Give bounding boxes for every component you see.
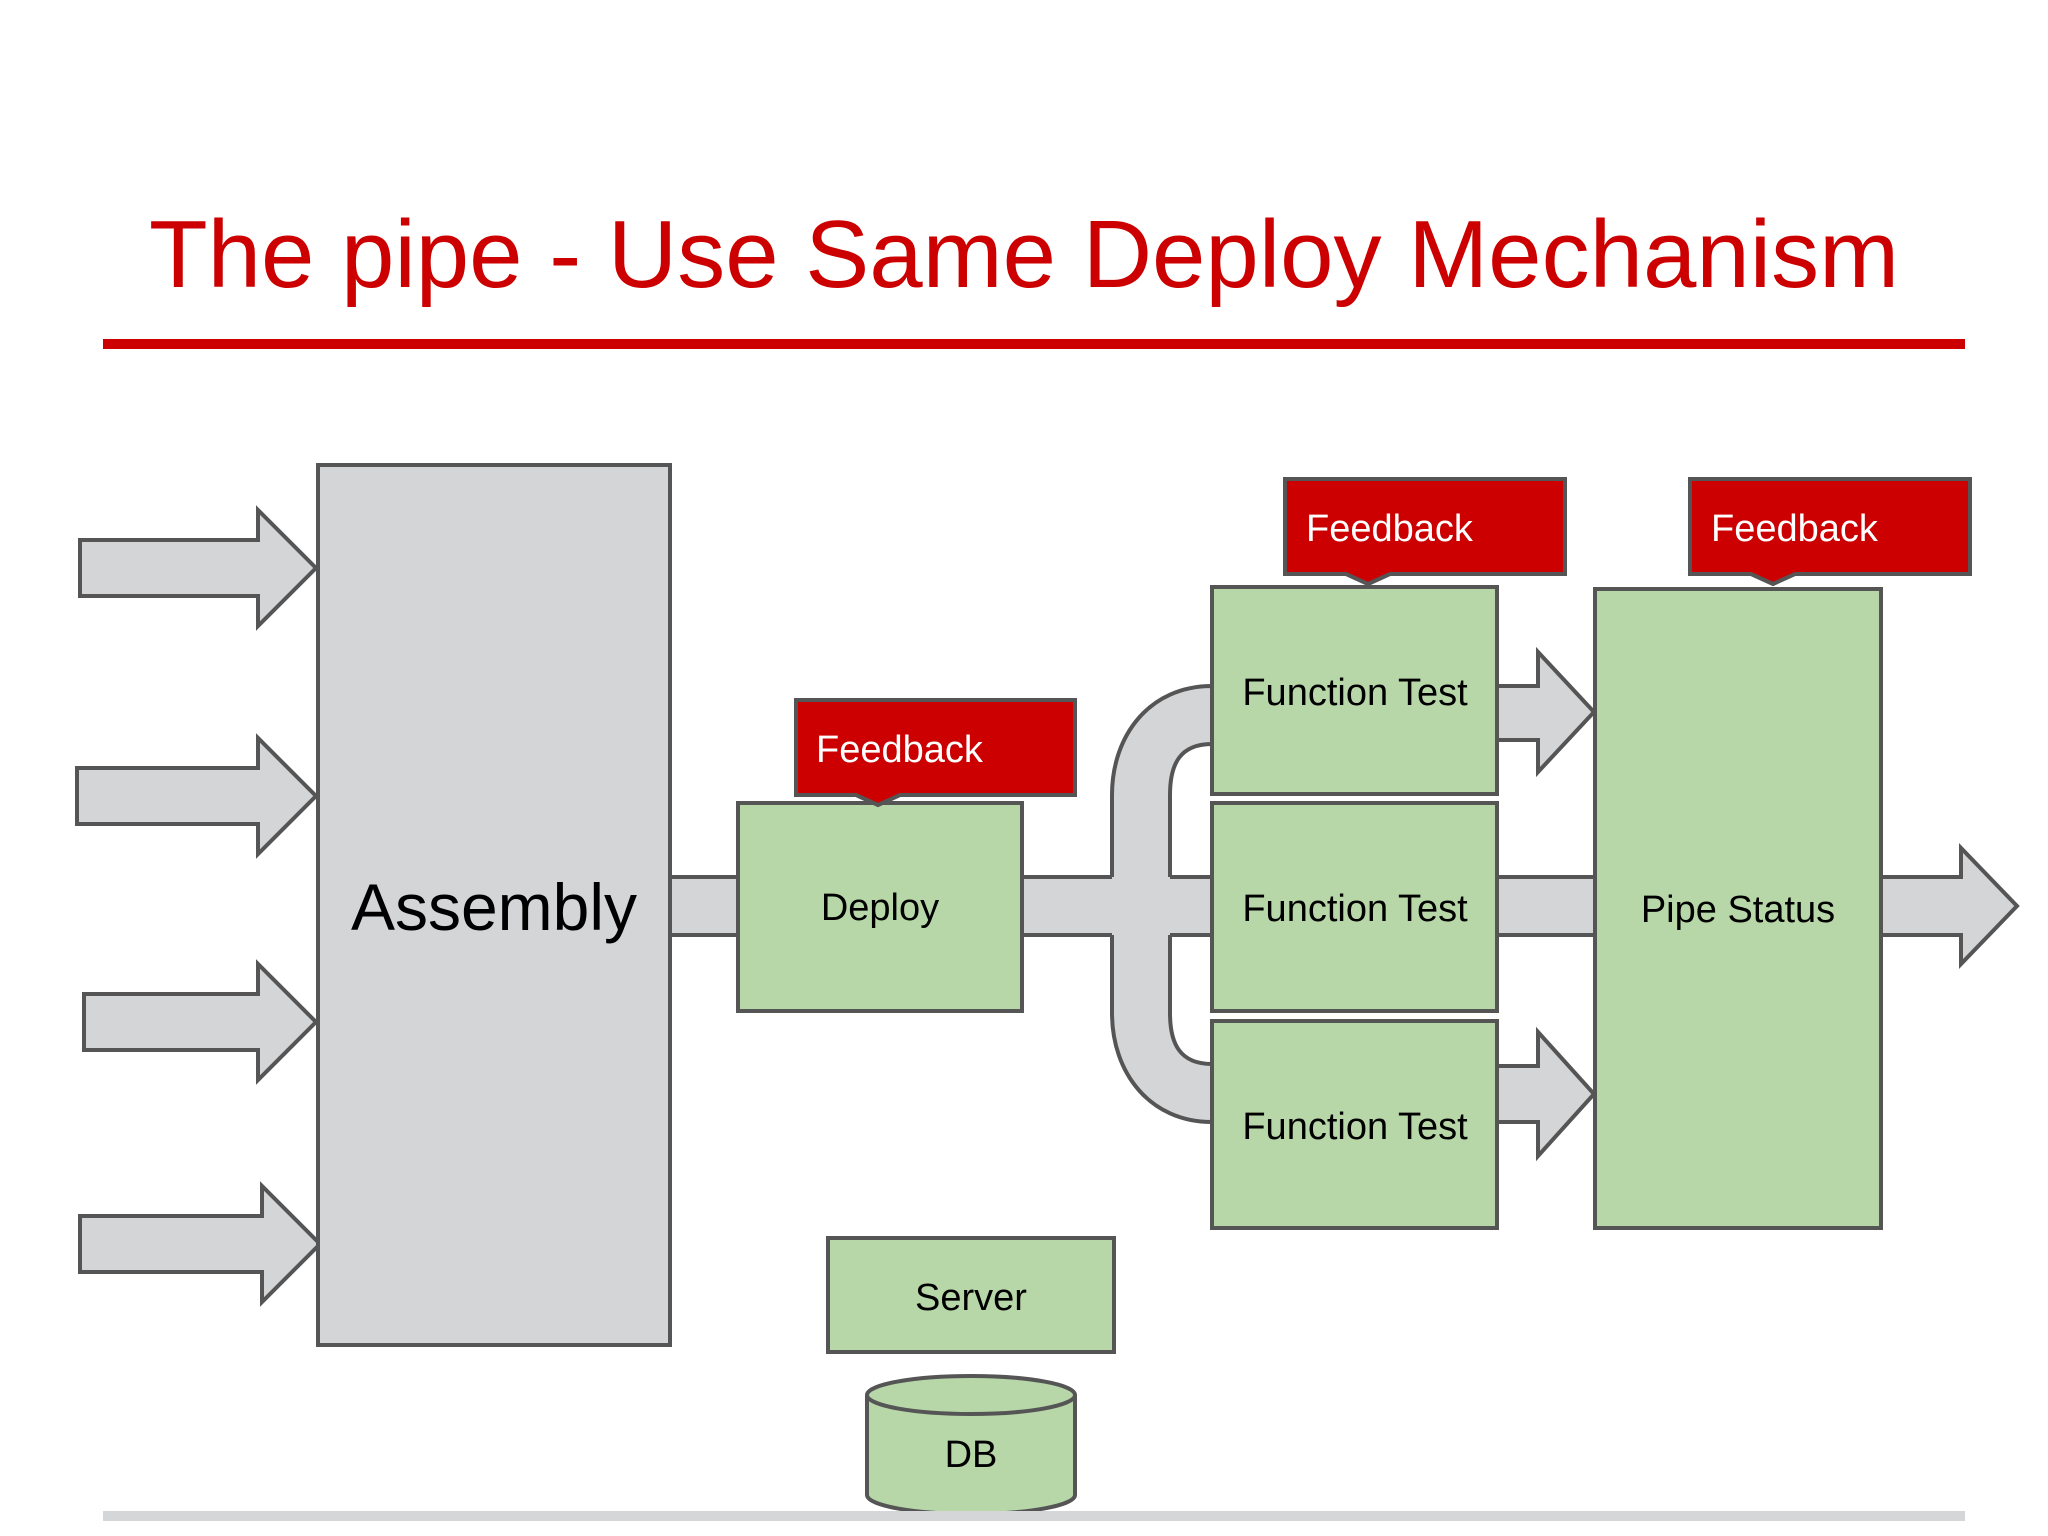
page-title: The pipe - Use Same Deploy Mechanism: [148, 201, 1900, 308]
input-arrow-3: [82, 959, 319, 1085]
feedback-callout-deploy: Feedback: [794, 698, 1077, 808]
deploy-box: [736, 801, 1024, 1013]
server-box: [826, 1236, 1116, 1354]
input-arrow-4: [78, 1181, 323, 1307]
pipe-status-label: Pipe Status: [1641, 889, 1835, 931]
feedback-callout-status: Feedback: [1688, 477, 1972, 587]
pipe-test-status: [1497, 877, 1595, 935]
function-test-box-1: [1210, 585, 1499, 796]
function-test-label-2: Function Test: [1242, 888, 1468, 930]
input-arrow-2: [75, 733, 319, 859]
function-test-box-2: [1210, 801, 1499, 1013]
output-arrow: [1881, 843, 2020, 969]
db-label: DB: [945, 1434, 998, 1476]
input-arrow-1: [78, 505, 319, 631]
server-label: Server: [915, 1277, 1027, 1319]
function-test-label-1: Function Test: [1242, 672, 1468, 714]
arrow-test3-status: [1497, 1026, 1597, 1162]
feedback-label-deploy: Feedback: [816, 729, 984, 771]
title-divider: [103, 339, 1965, 349]
assembly-box: [316, 463, 672, 1347]
assembly-label: Assembly: [351, 870, 637, 944]
input-arrows: [75, 505, 323, 1307]
deploy-label: Deploy: [821, 887, 939, 929]
arrow-test1-status: [1497, 646, 1597, 778]
pipe-deploy-tests: [1022, 877, 1214, 935]
db-cylinder: DB: [865, 1374, 1077, 1516]
feedback-label-status: Feedback: [1711, 508, 1879, 550]
pipe-status-box: [1593, 587, 1883, 1230]
function-test-label-3: Function Test: [1242, 1106, 1468, 1148]
feedback-callout-test: Feedback: [1283, 477, 1567, 587]
function-test-box-3: [1210, 1019, 1499, 1230]
feedback-label-test: Feedback: [1306, 508, 1474, 550]
connector-pipes: [670, 875, 1595, 937]
footer-divider: [103, 1511, 1965, 1521]
